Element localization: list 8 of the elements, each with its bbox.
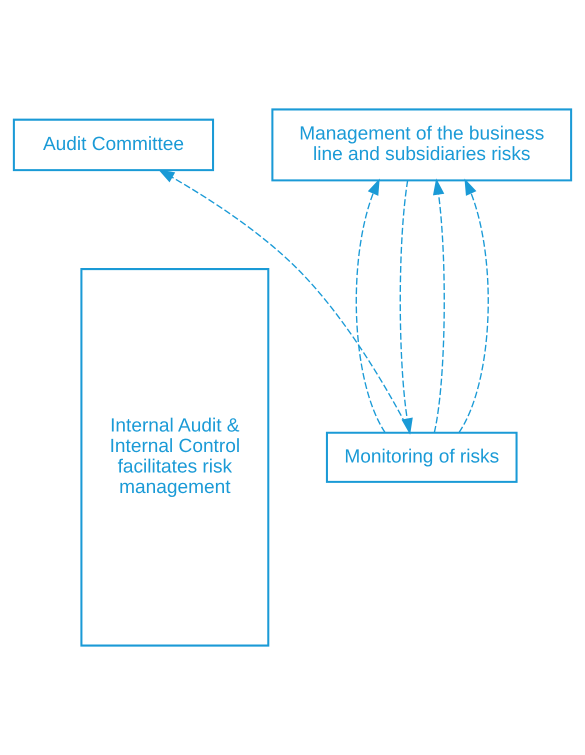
node-box: Internal Audit & Internal Control facilitates risk management xyxy=(80,268,270,647)
node-box: Management of the business line and subsidiaries risks xyxy=(271,108,572,182)
arrow xyxy=(458,178,489,433)
node-box: Audit Committee xyxy=(12,118,214,172)
arrow xyxy=(400,180,413,435)
arrow xyxy=(432,178,445,433)
arrow xyxy=(356,178,386,433)
node-box: Monitoring of risks xyxy=(326,432,518,483)
